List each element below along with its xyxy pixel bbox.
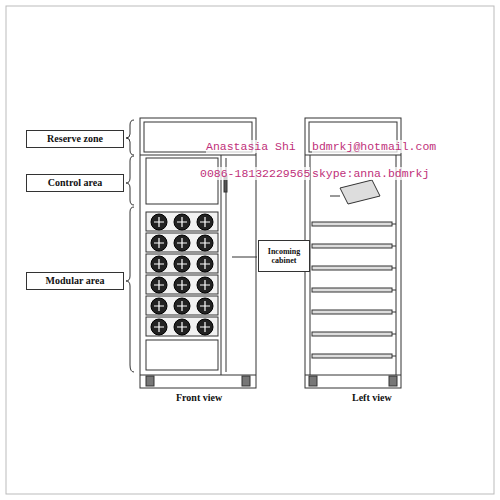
- zone-label: Modular area: [46, 275, 105, 287]
- zone-label: Incoming cabinet: [259, 247, 309, 265]
- zone-label-box: Modular area: [26, 272, 124, 290]
- zone-label-box: Control area: [26, 174, 124, 192]
- contact-watermark: bdmrkj@hotmail.com: [312, 140, 436, 153]
- contact-watermark: Anastasia Shi: [206, 140, 296, 153]
- zone-label: Reserve zone: [47, 133, 103, 145]
- zone-label: Control area: [48, 177, 102, 189]
- view-caption: Left view: [352, 392, 392, 403]
- zone-label-box: Incoming cabinet: [258, 240, 310, 272]
- contact-watermark: skype:anna.bdmrkj: [312, 167, 429, 180]
- view-caption: Front view: [176, 392, 222, 403]
- contact-watermark: 0086-18132229565: [200, 167, 310, 180]
- zone-label-box: Reserve zone: [26, 130, 124, 148]
